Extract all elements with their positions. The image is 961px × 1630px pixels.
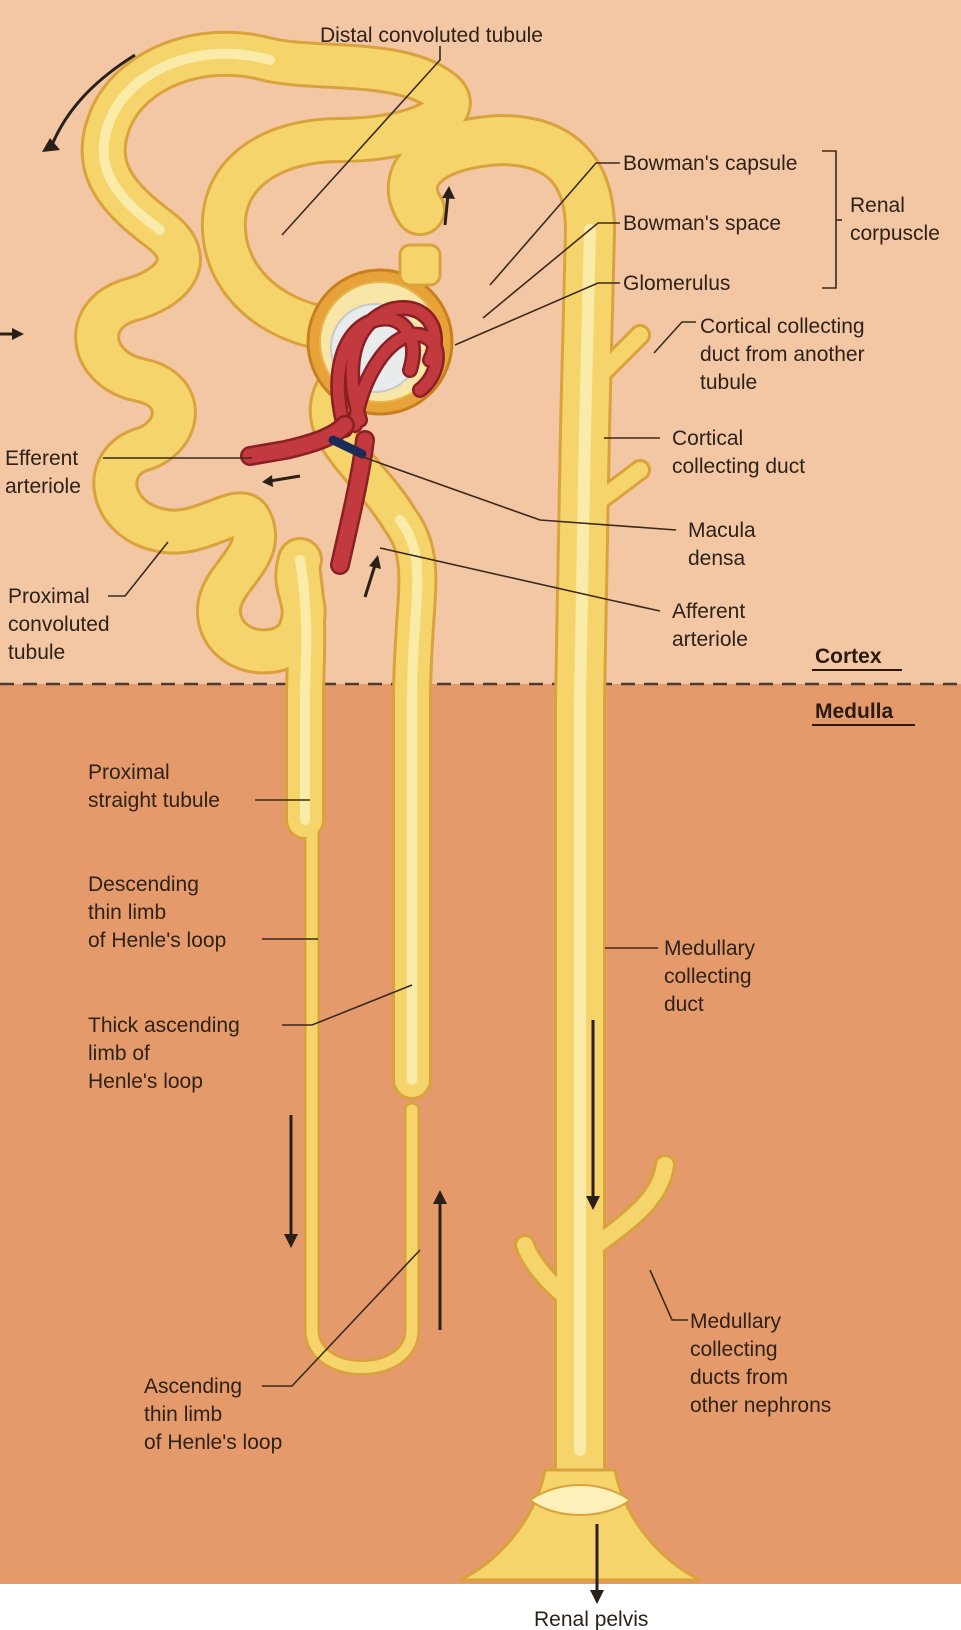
- tubule-system: [74, 30, 701, 1582]
- label-medullary-collecting-ducts-other: Medullary collecting ducts from other ne…: [690, 1310, 831, 1417]
- label-afferent-arteriole: Afferent arteriole: [672, 600, 751, 651]
- renal-corpuscle: [240, 243, 454, 575]
- label-descending-thin-limb: Descending thin limb of Henle's loop: [88, 873, 226, 952]
- label-efferent-arteriole: Efferent arteriole: [5, 447, 84, 498]
- label-renal-corpuscle: Renal corpuscle: [850, 194, 940, 245]
- flow-arrows: [0, 53, 604, 1604]
- label-medulla: Medulla: [815, 700, 893, 723]
- label-cortical-collecting-duct-other: Cortical collecting duct from another tu…: [700, 315, 870, 394]
- label-bowmans-space: Bowman's space: [623, 212, 781, 235]
- efferent-arteriole: [242, 417, 353, 464]
- medulla-region: [0, 684, 961, 1584]
- leader-lines: [103, 46, 842, 1387]
- label-distal-convoluted-tubule: Distal convoluted tubule: [320, 24, 543, 47]
- label-cortex: Cortex: [815, 645, 882, 668]
- label-ascending-thin-limb: Ascending thin limb of Henle's loop: [144, 1375, 282, 1454]
- label-proximal-convoluted-tubule: Proximal convoluted tubule: [8, 585, 115, 664]
- macula-densa: [328, 435, 367, 459]
- label-proximal-straight-tubule: Proximal straight tubule: [88, 761, 220, 812]
- label-cortical-collecting-duct: Cortical collecting duct: [672, 427, 805, 478]
- label-medullary-collecting-duct: Medullary collecting duct: [664, 937, 761, 1016]
- labels: Distal convoluted tubule Bowman's capsul…: [5, 24, 940, 1630]
- label-glomerulus: Glomerulus: [623, 272, 730, 295]
- label-bowmans-capsule: Bowman's capsule: [623, 152, 797, 175]
- label-macula-densa: Macula densa: [688, 519, 762, 570]
- glomerulus: [330, 300, 445, 438]
- label-thick-ascending-limb: Thick ascending limb of Henle's loop: [88, 1014, 246, 1093]
- renal-pelvis-funnel: [459, 1468, 701, 1582]
- bottom-margin: [0, 1584, 961, 1630]
- label-renal-pelvis: Renal pelvis: [534, 1608, 648, 1630]
